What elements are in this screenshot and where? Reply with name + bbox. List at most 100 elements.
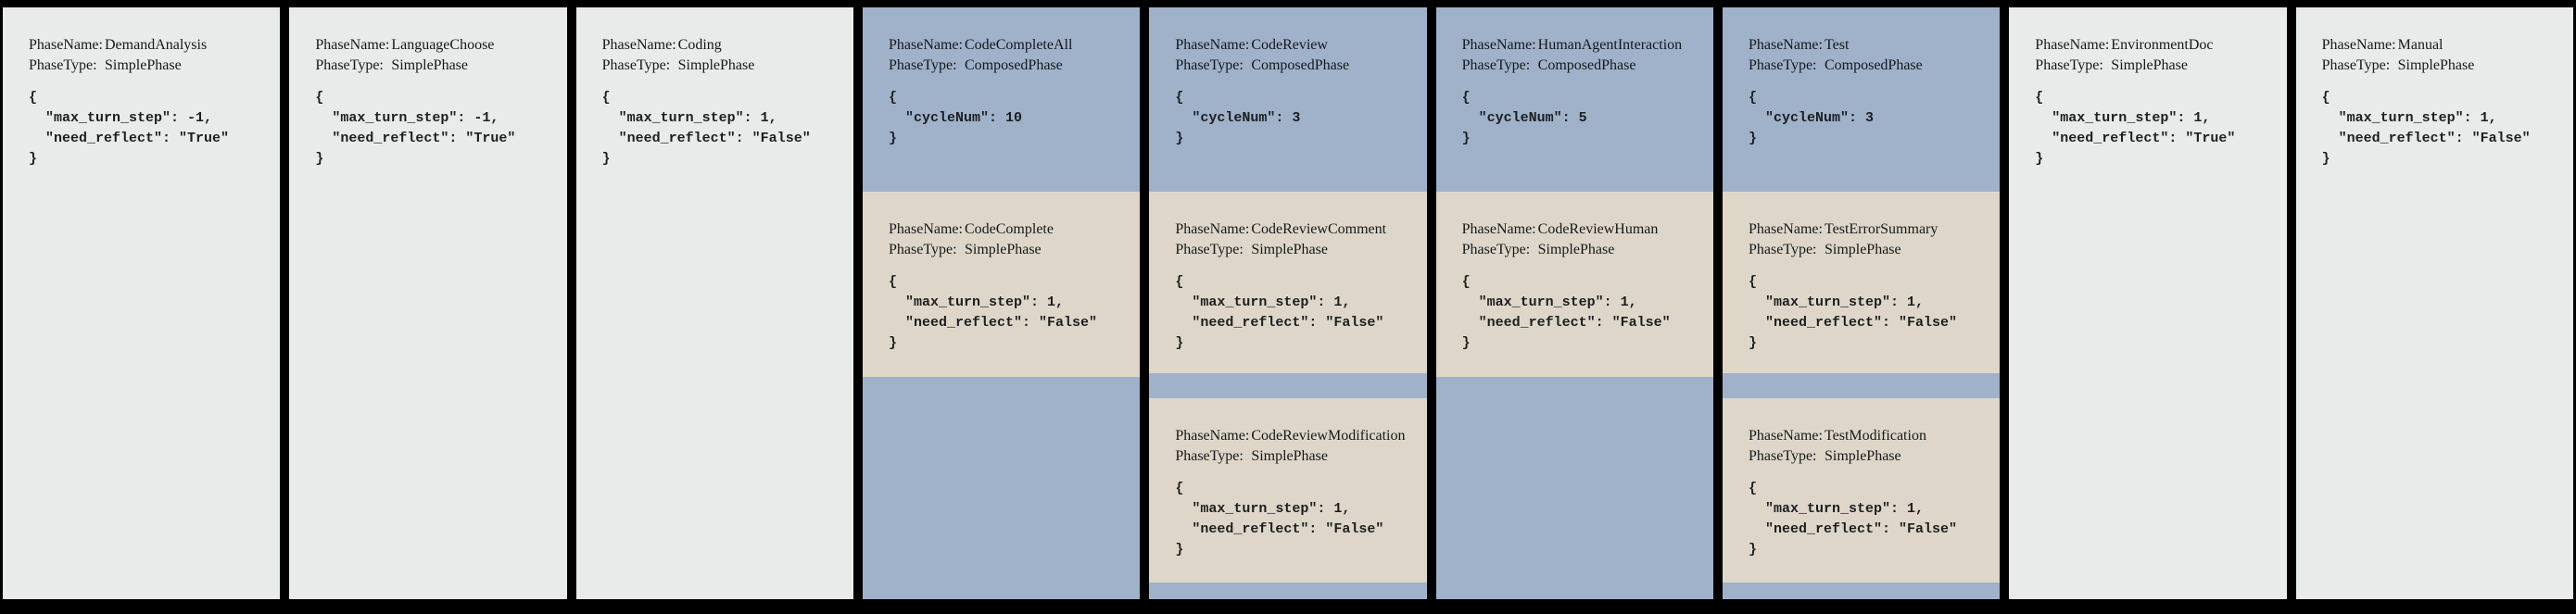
phase-type-row: PhaseType:SimplePhase bbox=[1749, 240, 1983, 260]
phase-config-json: { "max_turn_step": 1, "need_reflect": "F… bbox=[601, 90, 811, 167]
nested-phase-card-testmodification: PhaseName:TestModification PhaseType:Sim… bbox=[1722, 398, 2001, 583]
phase-name-row: PhaseName:EnvironmentDoc bbox=[2035, 35, 2269, 56]
phase-type-label: PhaseType: bbox=[1175, 242, 1244, 257]
phase-card-manual: PhaseName:Manual PhaseType: SimplePhase {… bbox=[2295, 7, 2573, 599]
phase-type-row: PhaseType:SimplePhase bbox=[1749, 446, 1983, 467]
phase-name-row: PhaseName:CodeComplete bbox=[889, 219, 1123, 240]
phase-type-row: PhaseType: SimplePhase bbox=[2322, 56, 2557, 76]
phase-name-value: DemandAnalysis bbox=[105, 37, 208, 53]
phase-name-label: PhaseName: bbox=[2321, 37, 2396, 53]
phase-header: PhaseName:CodeCompleteAll PhaseType:Comp… bbox=[863, 7, 1140, 192]
phase-config-json: { "cycleNum": 3 } bbox=[1175, 90, 1301, 146]
phase-card-languagechoose: PhaseName:LanguageChoose PhaseType:Simpl… bbox=[289, 7, 567, 599]
phase-name-label: PhaseName: bbox=[601, 37, 676, 53]
phase-name-row: PhaseName:TestErrorSummary bbox=[1749, 219, 1983, 240]
phase-name-row: PhaseName:LanguageChoose bbox=[315, 35, 549, 56]
phase-type-row: PhaseType:ComposedPhase bbox=[1175, 56, 1409, 76]
phase-header: PhaseName:LanguageChoose PhaseType:Simpl… bbox=[289, 7, 566, 169]
phase-type-row: PhaseType: SimplePhase bbox=[29, 56, 263, 76]
phase-name-row: PhaseName:Test bbox=[1749, 35, 1983, 56]
phase-header: PhaseName:EnvironmentDoc PhaseType: Simpl… bbox=[2009, 7, 2286, 169]
phase-type-row: PhaseType:SimplePhase bbox=[1462, 240, 1697, 260]
phase-config-json: { "cycleNum": 10 } bbox=[888, 90, 1023, 146]
phase-card-demandanalysis: PhaseName:DemandAnalysis PhaseType: Simpl… bbox=[3, 7, 281, 599]
phase-name-value: TestErrorSummary bbox=[1824, 221, 1938, 237]
phase-name-value: HumanAgentInteraction bbox=[1537, 37, 1683, 53]
phase-name-row: PhaseName:HumanAgentInteraction bbox=[1462, 35, 1697, 56]
phase-header: PhaseName:CodeReview PhaseType:ComposedP… bbox=[1149, 7, 1426, 192]
phase-name-value: Test bbox=[1824, 37, 1850, 53]
phase-name-row: PhaseName:CodeReview bbox=[1175, 35, 1409, 56]
phase-name-value: EnvironmentDoc bbox=[2111, 37, 2214, 53]
phase-card-coding: PhaseName:Coding PhaseType:SimplePhase {… bbox=[575, 7, 853, 599]
phase-config-json: { "max_turn_step": -1, "need_reflect": "… bbox=[29, 90, 230, 167]
phase-type-value: SimplePhase bbox=[2397, 57, 2475, 73]
phase-config-json: { "max_turn_step": 1, "need_reflect": "T… bbox=[2035, 90, 2236, 167]
phase-type-value: SimplePhase bbox=[105, 57, 182, 73]
phase-type-row: PhaseType:ComposedPhase bbox=[1749, 56, 1983, 76]
phase-name-row: PhaseName:TestModification bbox=[1749, 426, 1983, 446]
phase-type-value: SimplePhase bbox=[1537, 242, 1615, 257]
phase-card-humanagentinteraction: PhaseName:HumanAgentInteraction PhaseTyp… bbox=[1435, 7, 1713, 599]
phase-type-label: PhaseType: bbox=[2321, 57, 2391, 73]
phase-name-value: CodeReviewComment bbox=[1251, 221, 1387, 237]
phase-type-label: PhaseType: bbox=[1175, 57, 1244, 73]
phase-card-codereview: PhaseName:CodeReview PhaseType:ComposedP… bbox=[1149, 7, 1427, 599]
phase-type-value: SimplePhase bbox=[1251, 242, 1328, 257]
phase-name-label: PhaseName: bbox=[29, 37, 103, 53]
phase-type-label: PhaseType: bbox=[1461, 57, 1531, 73]
phase-type-value: ComposedPhase bbox=[1537, 57, 1636, 73]
phase-name-value: CodeReviewHuman bbox=[1537, 221, 1659, 237]
phase-type-label: PhaseType: bbox=[888, 242, 957, 257]
phase-type-value: SimplePhase bbox=[964, 242, 1042, 257]
nested-phase-card-codereviewhuman: PhaseName:CodeReviewHuman PhaseType:Simp… bbox=[1435, 192, 1713, 377]
phase-name-value: Coding bbox=[677, 37, 722, 53]
phase-name-label: PhaseName: bbox=[1748, 37, 1823, 53]
phase-config-json: { "cycleNum": 5 } bbox=[1461, 90, 1587, 146]
phase-type-row: PhaseType: SimplePhase bbox=[1175, 240, 1409, 260]
phase-card-test: PhaseName:Test PhaseType:ComposedPhase {… bbox=[1722, 7, 2001, 599]
phase-card-codecompleteall: PhaseName:CodeCompleteAll PhaseType:Comp… bbox=[862, 7, 1141, 599]
phase-name-label: PhaseName: bbox=[1748, 428, 1823, 444]
phase-name-row: PhaseName:CodeReviewComment bbox=[1175, 219, 1409, 240]
phase-type-label: PhaseType: bbox=[601, 57, 671, 73]
phase-config-json: { "max_turn_step": 1, "need_reflect": "F… bbox=[888, 274, 1098, 351]
phase-name-label: PhaseName: bbox=[1461, 37, 1536, 53]
phase-header: PhaseName:DemandAnalysis PhaseType: Simpl… bbox=[3, 7, 280, 169]
phase-columns: PhaseName:DemandAnalysis PhaseType:Simpl… bbox=[3, 7, 2573, 599]
phase-header: PhaseName:HumanAgentInteraction PhaseTyp… bbox=[1436, 7, 1713, 192]
phase-type-row: PhaseType: SimplePhase bbox=[889, 240, 1123, 260]
phase-config-json: { "max_turn_step": -1, "need_reflect": "… bbox=[315, 90, 516, 167]
phase-type-row: PhaseType:ComposedPhase bbox=[889, 56, 1123, 76]
phase-name-label: PhaseName: bbox=[2035, 37, 2110, 53]
phase-name-value: CodeReview bbox=[1251, 37, 1328, 53]
phase-name-label: PhaseName: bbox=[315, 37, 390, 53]
phase-type-row: PhaseType:SimplePhase bbox=[315, 56, 549, 76]
phase-type-value: SimplePhase bbox=[2111, 57, 2188, 73]
phase-config-json: { "max_turn_step": 1, "need_reflect": "F… bbox=[2321, 90, 2531, 167]
nested-phase-card-codereviewmodification: PhaseName:CodeReviewModification PhaseTy… bbox=[1149, 398, 1427, 583]
phase-type-label: PhaseType: bbox=[29, 57, 97, 73]
phase-name-label: PhaseName: bbox=[1175, 37, 1250, 53]
phase-name-row: PhaseName:CodeReviewModification bbox=[1175, 426, 1409, 446]
nested-phase-card-codereviewcomment: PhaseName:CodeReviewComment PhaseType: Si… bbox=[1149, 192, 1427, 373]
phase-name-value: CodeComplete bbox=[964, 221, 1054, 237]
phase-name-row: PhaseName:CodeReviewHuman bbox=[1462, 219, 1697, 240]
phase-type-row: PhaseType: ComposedPhase bbox=[1462, 56, 1697, 76]
phase-config-json: { "max_turn_step": 1, "need_reflect": "F… bbox=[1748, 481, 1958, 558]
phase-type-label: PhaseType: bbox=[2035, 57, 2103, 73]
phase-name-row: PhaseName:Manual bbox=[2322, 35, 2557, 56]
phase-type-row: PhaseType: SimplePhase bbox=[2035, 56, 2269, 76]
phase-name-value: LanguageChoose bbox=[391, 37, 495, 53]
phase-name-label: PhaseName: bbox=[1175, 428, 1250, 444]
phase-name-row: PhaseName:CodeCompleteAll bbox=[889, 35, 1123, 56]
phase-config-json: { "max_turn_step": 1, "need_reflect": "F… bbox=[1175, 274, 1384, 351]
phase-name-label: PhaseName: bbox=[1748, 221, 1823, 237]
phase-type-label: PhaseType: bbox=[315, 57, 384, 73]
phase-type-label: PhaseType: bbox=[1748, 57, 1817, 73]
phase-name-value: CodeCompleteAll bbox=[964, 37, 1073, 53]
phase-header: PhaseName:Manual PhaseType: SimplePhase {… bbox=[2296, 7, 2573, 169]
phase-type-value: SimplePhase bbox=[1824, 242, 1901, 257]
phase-type-row: PhaseType:SimplePhase bbox=[602, 56, 837, 76]
